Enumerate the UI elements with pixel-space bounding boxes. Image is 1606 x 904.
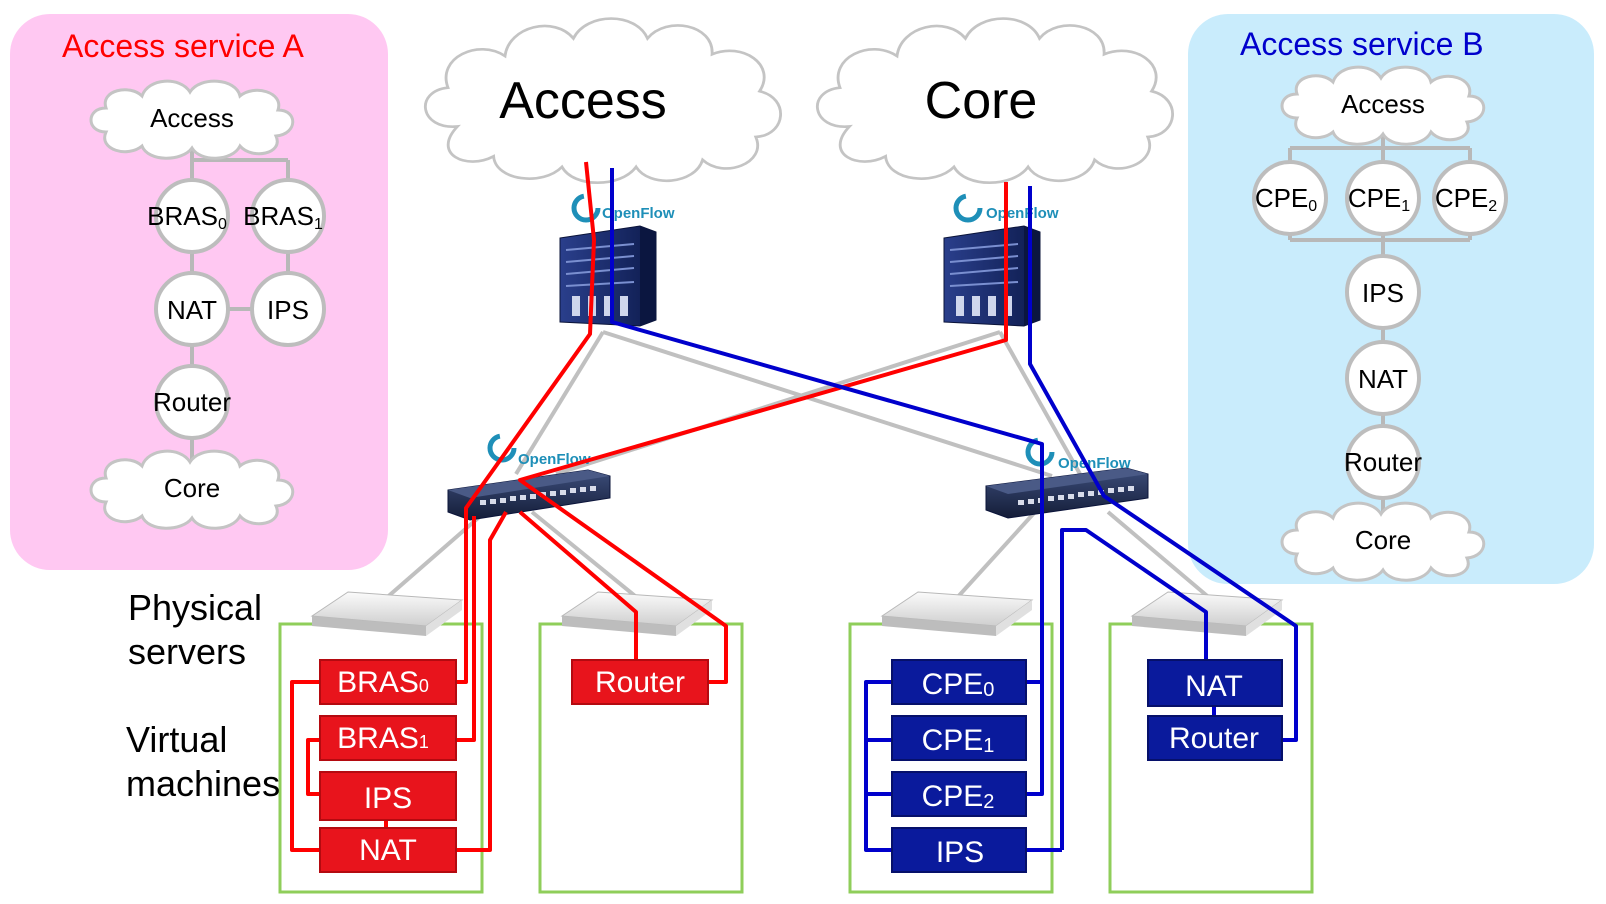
node-label: BRAS bbox=[243, 201, 314, 231]
service-b-core-cloud: Core bbox=[1280, 501, 1486, 582]
service-b-node-nat: NAT bbox=[1345, 340, 1421, 416]
physical-servers-label: Physical servers bbox=[128, 587, 262, 672]
node-label: CPE bbox=[1435, 183, 1488, 213]
service-b-node-ips: IPS bbox=[1345, 254, 1421, 330]
openflow-label: OpenFlow bbox=[986, 205, 1059, 222]
vm-label: CPE bbox=[922, 668, 984, 701]
service-b-core-label: Core bbox=[1355, 525, 1411, 555]
node-label: CPE bbox=[1255, 183, 1308, 213]
openflow-label: OpenFlow bbox=[1058, 455, 1131, 472]
node-label: Router bbox=[153, 387, 231, 417]
service-b-node-cpe2: CPE2 bbox=[1432, 160, 1508, 236]
core-network-label: Core bbox=[925, 72, 1038, 130]
openflow-rack-switch-right bbox=[943, 225, 1041, 327]
vm-subscript: 1 bbox=[983, 735, 994, 757]
vm-label: Router bbox=[1169, 722, 1259, 755]
svg-text:CPE1: CPE1 bbox=[1348, 183, 1410, 215]
physical-servers-line-1: Physical bbox=[128, 587, 262, 628]
vm-label: CPE bbox=[922, 724, 984, 757]
vm-label: NAT bbox=[359, 834, 417, 867]
node-label: IPS bbox=[1362, 278, 1404, 308]
vm-ips-b: IPS bbox=[891, 827, 1027, 873]
svg-text:BRAS0: BRAS0 bbox=[147, 201, 227, 233]
svg-text:CPE2: CPE2 bbox=[1435, 183, 1497, 215]
svg-text:BRAS1: BRAS1 bbox=[243, 201, 323, 233]
service-a-access-cloud: Access bbox=[89, 79, 295, 160]
vm-label: BRAS bbox=[337, 666, 419, 699]
service-a-node-router: Router bbox=[153, 364, 231, 440]
node-subscript: 2 bbox=[1488, 198, 1497, 215]
vm-nat-a: NAT bbox=[319, 827, 457, 873]
physical-servers-line-2: servers bbox=[128, 631, 246, 672]
node-label: BRAS bbox=[147, 201, 218, 231]
service-a-title: Access service A bbox=[62, 28, 305, 64]
service-b-access-label: Access bbox=[1341, 89, 1425, 119]
svg-text:BRAS0: BRAS0 bbox=[337, 666, 429, 699]
vm-label: IPS bbox=[364, 782, 412, 815]
svg-text:CPE0: CPE0 bbox=[922, 668, 995, 701]
openflow-label: OpenFlow bbox=[518, 451, 591, 468]
service-a-panel: Access service A Access BRAS0 BRAS1 bbox=[10, 14, 388, 570]
server-hardware-1 bbox=[310, 591, 464, 636]
vm-cpe0: CPE0 bbox=[891, 659, 1027, 705]
vm-label: CPE bbox=[922, 780, 984, 813]
virtual-machines-label: Virtual machines bbox=[126, 719, 280, 804]
virtual-machines-line-1: Virtual bbox=[126, 719, 227, 760]
svg-text:CPE1: CPE1 bbox=[922, 724, 995, 757]
vm-label: NAT bbox=[1185, 670, 1243, 703]
service-b-panel: Access service B Access CPE0 CPE1 bbox=[1188, 14, 1594, 584]
openflow-label: OpenFlow bbox=[602, 205, 675, 222]
service-a-node-bras1: BRAS1 bbox=[243, 178, 326, 254]
vm-cpe2: CPE2 bbox=[891, 771, 1027, 817]
node-label: Router bbox=[1344, 447, 1422, 477]
node-label: NAT bbox=[1358, 364, 1408, 394]
service-a-node-nat: NAT bbox=[154, 271, 230, 347]
vm-subscript: 2 bbox=[983, 791, 994, 813]
node-label: IPS bbox=[267, 295, 309, 325]
openflow-rack-switch-left bbox=[559, 225, 657, 327]
service-b-node-cpe0: CPE0 bbox=[1252, 160, 1328, 236]
service-a-core-label: Core bbox=[164, 473, 220, 503]
svg-text:CPE0: CPE0 bbox=[1255, 183, 1317, 215]
node-subscript: 1 bbox=[314, 216, 323, 233]
server-hardware-3 bbox=[880, 591, 1034, 636]
vm-subscript: 0 bbox=[983, 679, 994, 701]
node-subscript: 0 bbox=[1308, 198, 1317, 215]
openflow-logo-left: OpenFlow bbox=[571, 193, 675, 223]
svg-text:CPE2: CPE2 bbox=[922, 780, 995, 813]
node-label: NAT bbox=[167, 295, 217, 325]
access-network-label: Access bbox=[499, 72, 667, 130]
node-subscript: 1 bbox=[1401, 198, 1410, 215]
node-label: CPE bbox=[1348, 183, 1401, 213]
vm-bras0: BRAS0 bbox=[319, 659, 457, 705]
vm-label: Router bbox=[595, 666, 685, 699]
vm-router-a: Router bbox=[571, 659, 709, 705]
vm-bras1: BRAS1 bbox=[319, 715, 457, 761]
service-a-core-cloud: Core bbox=[89, 449, 295, 530]
service-b-node-cpe1: CPE1 bbox=[1345, 160, 1421, 236]
vm-subscript: 1 bbox=[419, 732, 429, 752]
service-a-node-bras0: BRAS0 bbox=[147, 178, 230, 254]
node-subscript: 0 bbox=[218, 216, 227, 233]
vm-nat-b: NAT bbox=[1147, 659, 1283, 707]
vm-router-b: Router bbox=[1147, 715, 1283, 761]
service-b-node-router: Router bbox=[1344, 424, 1422, 500]
service-b-access-cloud: Access bbox=[1280, 65, 1486, 146]
service-b-path bbox=[610, 168, 1298, 852]
svg-text:BRAS1: BRAS1 bbox=[337, 722, 429, 755]
virtual-machines-line-2: machines bbox=[126, 763, 280, 804]
vm-label: IPS bbox=[936, 836, 984, 869]
service-b-title: Access service B bbox=[1240, 26, 1484, 62]
service-a-node-ips: IPS bbox=[250, 271, 326, 347]
service-a-access-label: Access bbox=[150, 103, 234, 133]
service-a-path bbox=[290, 161, 1008, 852]
openflow-edge-switch-right bbox=[985, 467, 1149, 519]
vm-cpe1: CPE1 bbox=[891, 715, 1027, 761]
vm-subscript: 0 bbox=[419, 676, 429, 696]
vm-ips-a: IPS bbox=[319, 771, 457, 821]
vm-label: BRAS bbox=[337, 722, 419, 755]
